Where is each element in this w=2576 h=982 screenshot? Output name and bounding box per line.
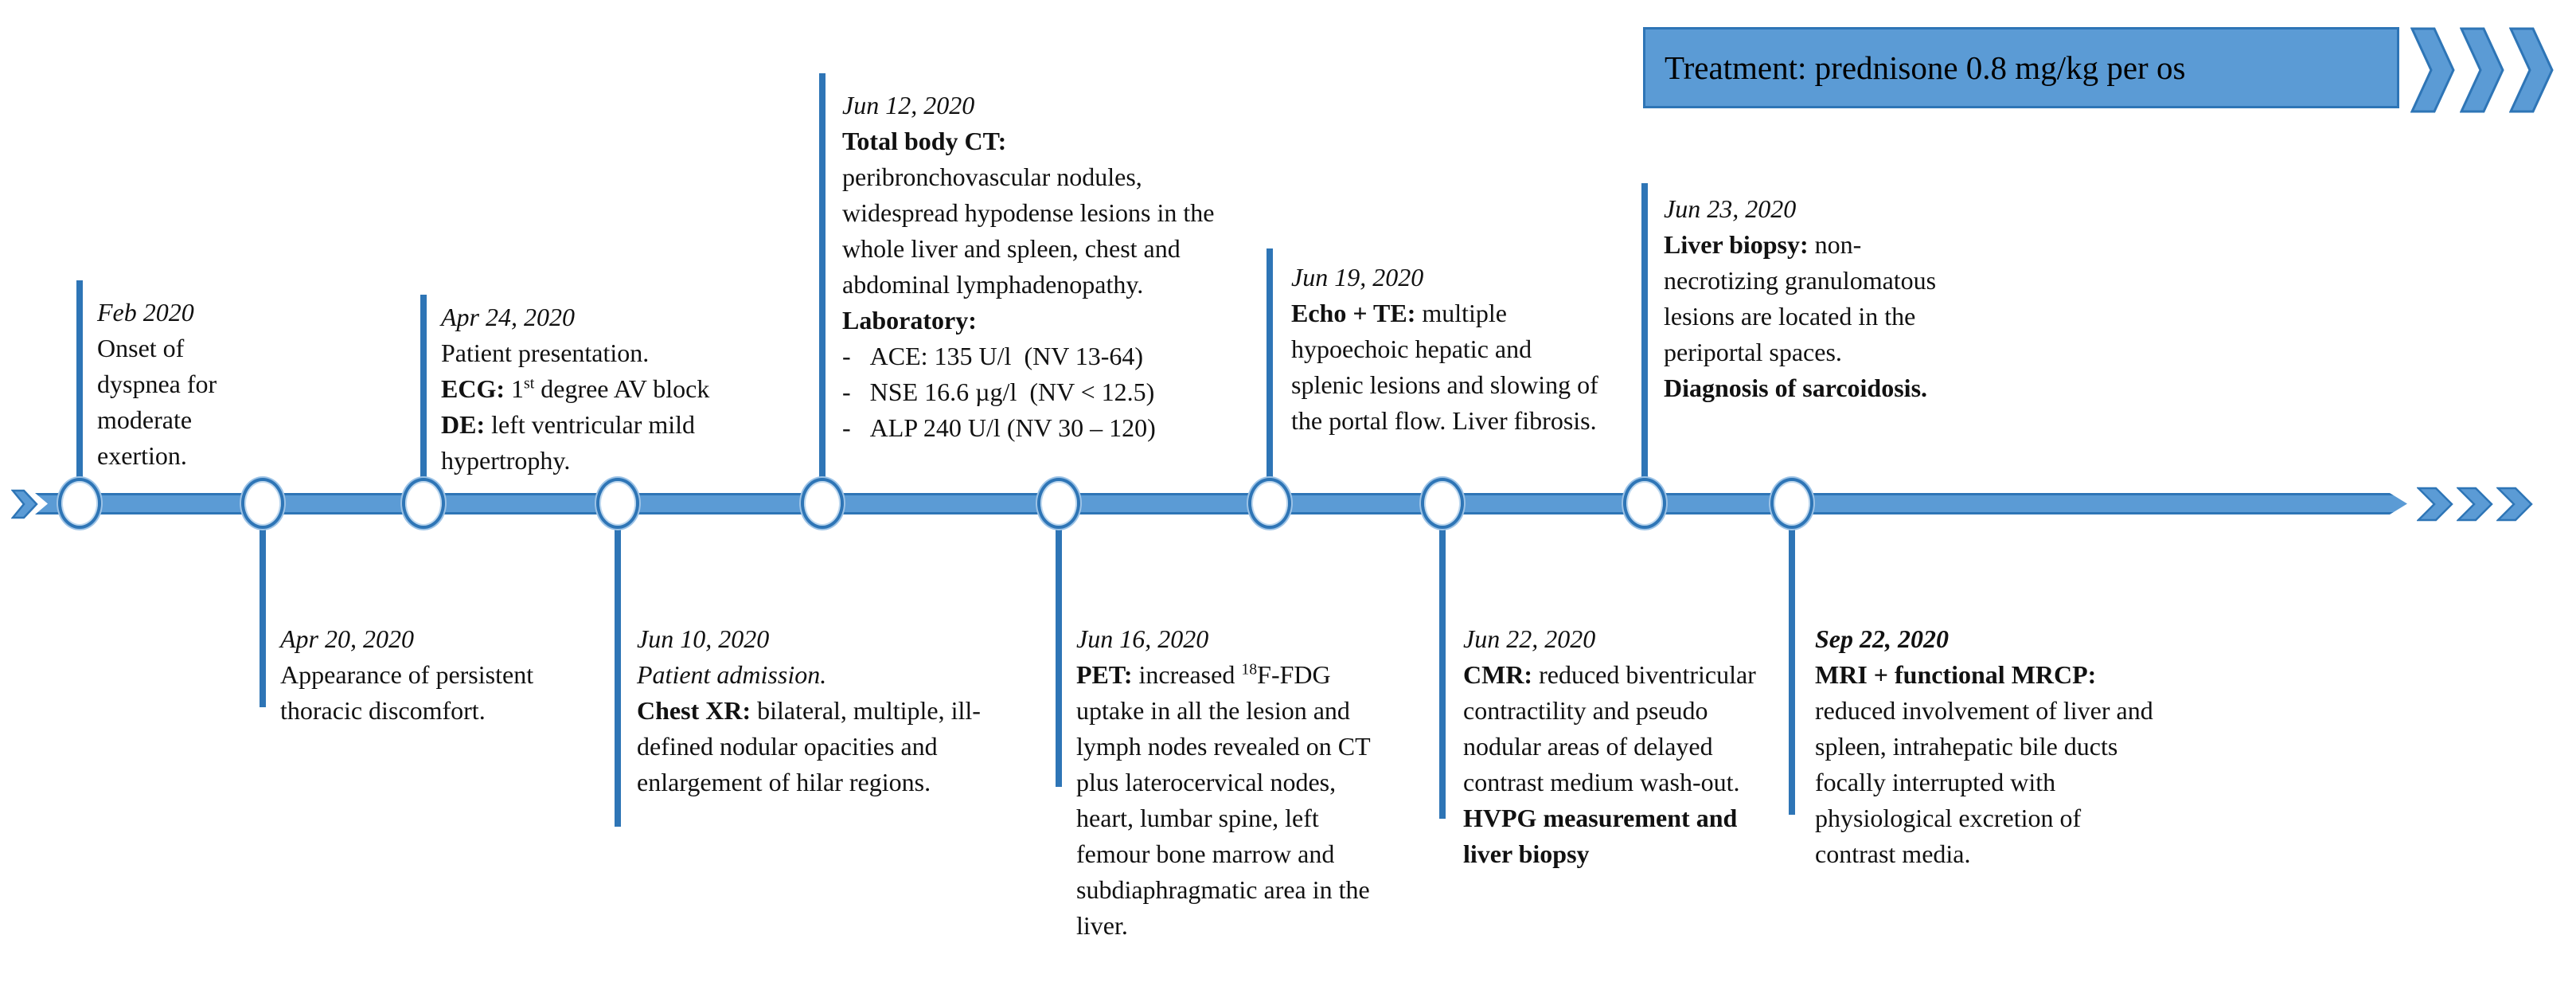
connector-jun-10-2020 (615, 503, 621, 827)
event-date: Apr 24, 2020 (441, 303, 575, 331)
connector-apr-24-2020 (420, 295, 427, 503)
timeline-end-chevron-icon (2457, 487, 2493, 522)
event-jun-16-2020: Jun 16, 2020 PET: increased 18F-FDG upta… (1076, 621, 1399, 944)
event-date: Feb 2020 (97, 298, 194, 327)
event-description: CMR: reduced biventricular contractility… (1463, 660, 1756, 868)
timeline-node-jun-19-2020 (1248, 478, 1291, 529)
event-date: Jun 23, 2020 (1664, 194, 1797, 223)
timeline-node-apr-24-2020 (402, 478, 445, 529)
connector-jun-22-2020 (1439, 503, 1446, 819)
timeline-node-feb-2020 (58, 478, 101, 529)
event-apr-24-2020: Apr 24, 2020 Patient presentation.ECG: 1… (441, 299, 747, 479)
event-jun-10-2020: Jun 10, 2020 Patient admission.Chest XR:… (637, 621, 1007, 800)
event-jun-12-2020: Jun 12, 2020 Total body CT:peribronchova… (842, 88, 1220, 446)
event-date: Jun 19, 2020 (1291, 263, 1424, 291)
event-date: Jun 16, 2020 (1076, 624, 1209, 653)
event-description: Patient admission.Chest XR: bilateral, m… (637, 660, 981, 796)
banner-chevron-icon (2410, 27, 2455, 113)
event-jun-19-2020: Jun 19, 2020 Echo + TE: multiple hypoech… (1291, 260, 1602, 439)
event-description: Onset of dyspnea for moderate exertion. (97, 334, 217, 470)
event-date: Jun 12, 2020 (842, 91, 975, 119)
event-jun-23-2020: Jun 23, 2020 Liver biopsy: non-necrotizi… (1664, 191, 1954, 406)
connector-jun-19-2020 (1267, 248, 1273, 503)
connector-jun-23-2020 (1641, 183, 1648, 503)
event-description: Echo + TE: multiple hypoechoic hepatic a… (1291, 299, 1598, 435)
event-sep-22-2020: Sep 22, 2020 MRI + functional MRCP:reduc… (1815, 621, 2157, 872)
event-apr-20-2020: Apr 20, 2020 Appearance of persistent th… (280, 621, 599, 729)
timeline-node-jun-16-2020 (1037, 478, 1080, 529)
event-description: Appearance of persistent thoracic discom… (280, 660, 534, 725)
event-description: Patient presentation.ECG: 1st degree AV … (441, 338, 710, 475)
connector-feb-2020 (76, 280, 83, 503)
treatment-banner: Treatment: prednisone 0.8 mg/kg per os (1643, 27, 2399, 108)
event-feb-2020: Feb 2020 Onset of dyspnea for moderate e… (97, 295, 244, 474)
connector-apr-20-2020 (260, 503, 266, 707)
connector-jun-12-2020 (819, 73, 825, 503)
banner-chevron-icon (2460, 27, 2504, 113)
event-description: Liver biopsy: non-necrotizing granulomat… (1664, 230, 1937, 402)
timeline-node-apr-20-2020 (241, 478, 284, 529)
timeline-node-jun-22-2020 (1421, 478, 1464, 529)
event-description: Total body CT:peribronchovascular nodule… (842, 127, 1215, 442)
timeline-node-sep-22-2020 (1770, 478, 1813, 529)
event-date: Jun 10, 2020 (637, 624, 770, 653)
event-jun-22-2020: Jun 22, 2020 CMR: reduced biventricular … (1463, 621, 1782, 872)
event-date: Jun 22, 2020 (1463, 624, 1596, 653)
timeline-node-jun-12-2020 (801, 478, 844, 529)
timeline-node-jun-23-2020 (1623, 478, 1666, 529)
event-date: Sep 22, 2020 (1815, 624, 1949, 653)
timeline-bar (35, 493, 2407, 514)
event-description: PET: increased 18F-FDG uptake in all the… (1076, 660, 1371, 940)
event-description: MRI + functional MRCP:reduced involvemen… (1815, 660, 2153, 868)
timeline-end-chevron-icon (2417, 487, 2453, 522)
banner-chevron-icon (2509, 27, 2554, 113)
treatment-banner-label: Treatment: prednisone 0.8 mg/kg per os (1665, 49, 2186, 86)
timeline-end-chevron-icon (2496, 487, 2533, 522)
connector-sep-22-2020 (1789, 503, 1795, 815)
timeline-node-jun-10-2020 (596, 478, 639, 529)
timeline-start-chevron-icon (11, 489, 38, 519)
connector-jun-16-2020 (1056, 503, 1062, 787)
event-date: Apr 20, 2020 (280, 624, 414, 653)
